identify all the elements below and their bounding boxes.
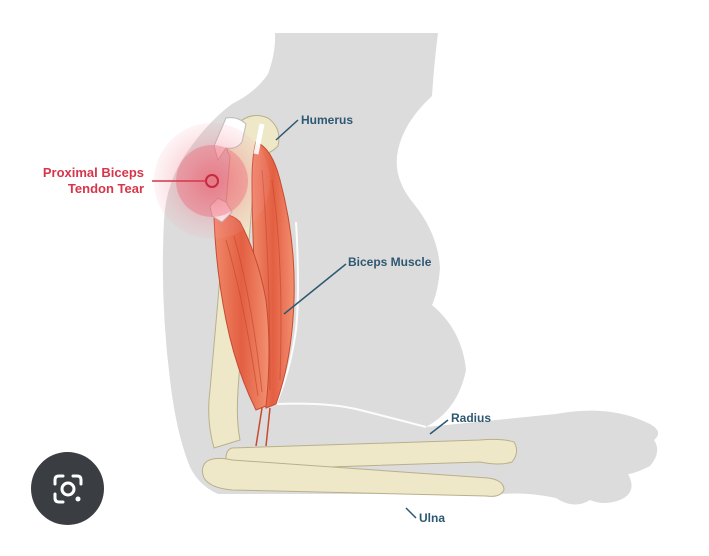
radius-bone	[225, 438, 518, 471]
google-lens-icon	[53, 474, 82, 503]
lens-button[interactable]	[31, 452, 104, 525]
ulna-leader-line	[405, 507, 417, 519]
biceps-leader-line	[283, 263, 347, 315]
humerus-leader-line	[275, 119, 299, 141]
tear-label-line1: Proximal Biceps	[42, 165, 144, 180]
tear-highlight	[154, 123, 270, 239]
humerus-label: Humerus	[301, 113, 354, 127]
ulna-label: Ulna	[419, 511, 446, 525]
tear-label-line2: Tendon Tear	[67, 181, 144, 196]
radius-label: Radius	[451, 411, 492, 425]
distal-tendon	[255, 407, 271, 447]
body-silhouette	[162, 33, 659, 505]
tear-label: Proximal Biceps Tendon Tear	[43, 165, 144, 197]
radius-leader-line	[429, 419, 449, 435]
ulna-bone	[201, 457, 505, 497]
biceps-muscle-label: Biceps Muscle	[348, 255, 432, 269]
tear-highlight-ring	[176, 145, 248, 217]
